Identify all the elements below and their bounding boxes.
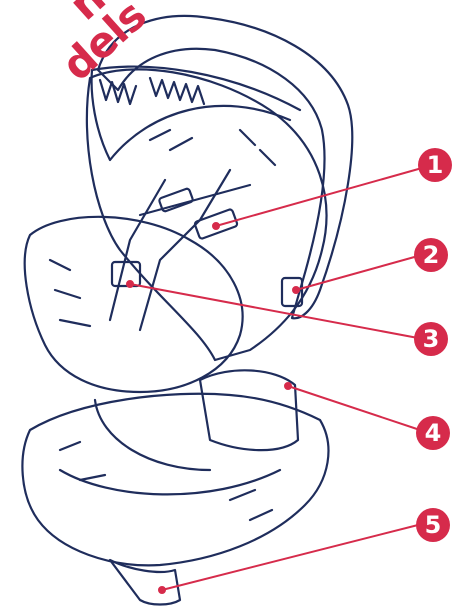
callout-number-3: 3: [423, 325, 440, 353]
callout-badge-2: 2: [414, 238, 448, 272]
callout-badge-3: 3: [414, 322, 448, 356]
callout-number-5: 5: [425, 511, 442, 539]
callout-number-1: 1: [427, 151, 444, 179]
callout-number-4: 4: [425, 419, 442, 447]
harness-buckle: [112, 262, 140, 286]
base-stand: [110, 560, 180, 605]
seat-shell: [87, 69, 327, 360]
seat-base: [22, 394, 328, 566]
callout-badge-5: 5: [416, 508, 450, 542]
callout-number-2: 2: [423, 241, 440, 269]
callout-badge-1: 1: [418, 148, 452, 182]
leader-line-4: [288, 386, 420, 430]
harness-strap-left: [110, 180, 165, 320]
foot-cover: [25, 217, 243, 392]
callout-badge-4: 4: [416, 416, 450, 450]
